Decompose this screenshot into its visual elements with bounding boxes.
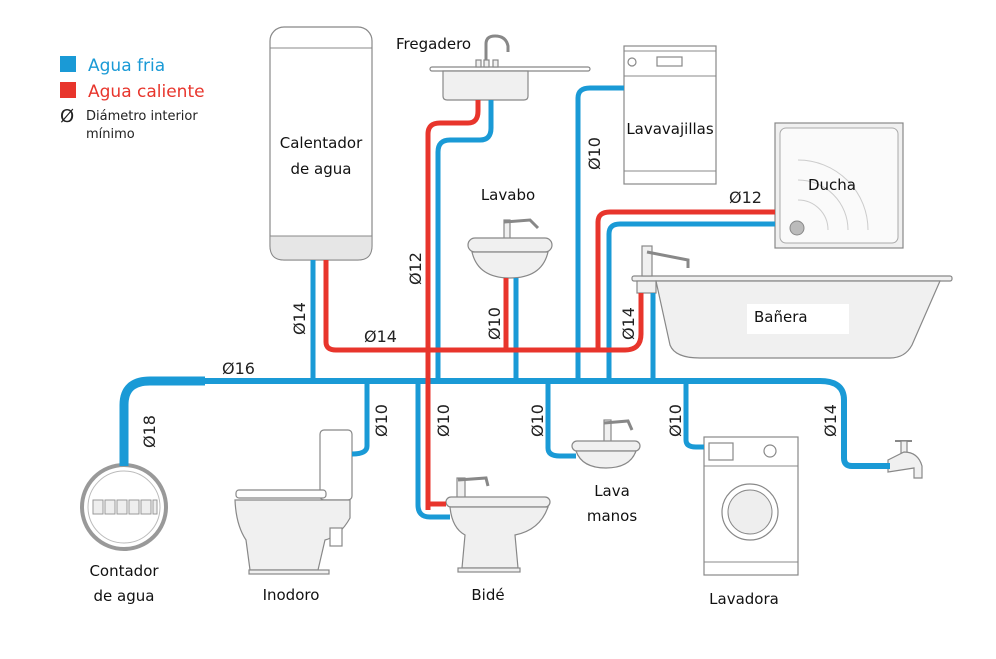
bathtub: Bañera bbox=[631, 245, 953, 359]
meter-label-2: de agua bbox=[94, 587, 155, 605]
dim-heater-cold: Ø14 bbox=[290, 302, 309, 335]
legend-diameter-label: Diámetro interior bbox=[86, 109, 198, 124]
hand-basin: Lava manos bbox=[571, 419, 641, 525]
diameter-symbol-icon: Ø bbox=[60, 106, 74, 127]
heater-label-2: de agua bbox=[291, 160, 352, 178]
outdoor-tap bbox=[887, 440, 923, 479]
bidet: Bidé bbox=[445, 476, 551, 604]
basin-label: Lavabo bbox=[481, 186, 535, 204]
meter-label: Contador bbox=[89, 562, 159, 580]
handbasin-label: Lava bbox=[594, 482, 630, 500]
dim-meter-riser: Ø18 bbox=[140, 415, 159, 448]
dim-handbasin: Ø10 bbox=[528, 404, 547, 437]
dim-shower: Ø12 bbox=[729, 188, 762, 207]
washing-machine: Lavadora bbox=[703, 436, 799, 608]
sink-label: Fregadero bbox=[396, 35, 471, 53]
dim-toilet: Ø10 bbox=[372, 404, 391, 437]
kitchen-sink: Fregadero bbox=[396, 34, 591, 101]
dishwasher-label: Lavavajillas bbox=[626, 120, 714, 138]
washer-label: Lavadora bbox=[709, 590, 779, 608]
basin: Lavabo bbox=[467, 186, 553, 279]
dim-bidet: Ø10 bbox=[434, 404, 453, 437]
shower-label: Ducha bbox=[808, 176, 856, 194]
legend-cold-label: Agua fria bbox=[88, 56, 165, 76]
dim-washer: Ø10 bbox=[666, 404, 685, 437]
dim-outdoor-tap: Ø14 bbox=[821, 404, 840, 437]
legend: Agua fria Agua caliente Ø Diámetro inter… bbox=[60, 56, 205, 142]
cold-pipes bbox=[119, 85, 890, 520]
dim-main-cold: Ø16 bbox=[222, 359, 255, 378]
heater-label: Calentador bbox=[280, 134, 363, 152]
water-heater: Calentador de agua bbox=[269, 26, 373, 261]
toilet: Inodoro bbox=[234, 429, 353, 604]
hot-swatch bbox=[60, 82, 76, 98]
legend-hot-label: Agua caliente bbox=[88, 82, 205, 102]
cold-swatch bbox=[60, 56, 76, 72]
bidet-label: Bidé bbox=[471, 586, 504, 604]
water-meter: Contador de agua bbox=[80, 463, 168, 605]
dim-hot-main: Ø14 bbox=[364, 327, 397, 346]
dishwasher: Lavavajillas bbox=[623, 45, 717, 185]
dim-bathtub: Ø14 bbox=[619, 307, 638, 340]
dim-basin: Ø10 bbox=[485, 307, 504, 340]
toilet-label: Inodoro bbox=[263, 586, 320, 604]
bathtub-label: Bañera bbox=[754, 308, 808, 326]
legend-diameter-label-2: mínimo bbox=[86, 127, 135, 142]
diameter-labels: Ø18 Ø16 Ø14 Ø14 Ø12 Ø10 Ø12 Ø10 Ø14 Ø10 … bbox=[140, 137, 840, 448]
dim-dishwasher: Ø10 bbox=[585, 137, 604, 170]
shower-tray: Ducha bbox=[774, 122, 904, 249]
dim-hot-sink: Ø12 bbox=[406, 252, 425, 285]
hot-pipes bbox=[323, 100, 775, 510]
handbasin-label-2: manos bbox=[587, 507, 637, 525]
